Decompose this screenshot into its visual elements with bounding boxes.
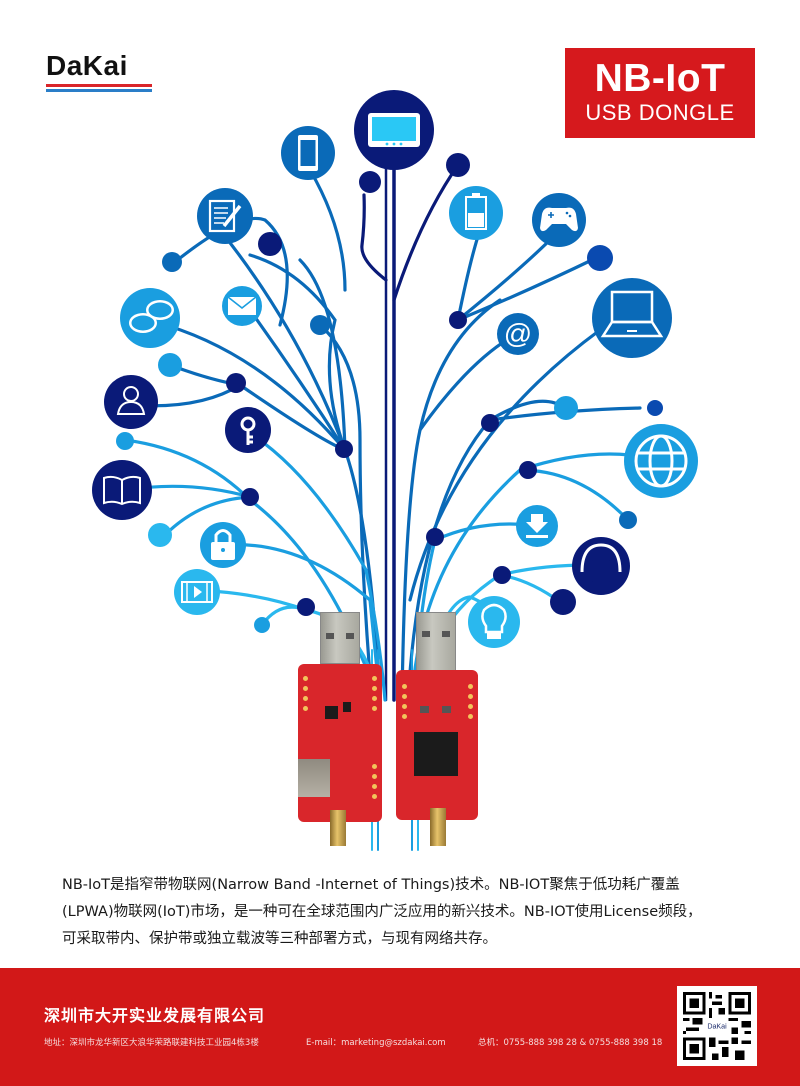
badge-title: NB-IoT bbox=[594, 57, 726, 100]
footer-contact-bar: 深圳市大开实业发展有限公司 地址：深圳市龙华新区大浪华荣路联建科技工业园4栋3楼… bbox=[0, 968, 800, 1086]
svg-text:DaKai: DaKai bbox=[707, 1023, 727, 1031]
light-bulb-icon bbox=[468, 596, 520, 648]
chip bbox=[325, 706, 338, 719]
logo-stripe-blue bbox=[46, 89, 152, 92]
logo-stripe-red bbox=[46, 84, 152, 87]
headphones-icon bbox=[572, 537, 630, 595]
description-line: (LPWA)物联网(IoT)市场，是一种可在全球范围内广泛应用的新兴技术。NB-… bbox=[62, 904, 702, 920]
description-line: 可采取带内、保护带或独立载波等三种部署方式，与现有网络共存。 bbox=[62, 931, 497, 947]
iot-tree-illustration: @ bbox=[92, 90, 698, 851]
logo-text: DaKai bbox=[46, 50, 128, 81]
book-icon bbox=[92, 460, 152, 520]
chat-bubbles-icon bbox=[120, 288, 180, 348]
laptop-icon bbox=[592, 278, 672, 358]
smartphone-icon bbox=[281, 126, 335, 180]
key-icon bbox=[225, 407, 271, 453]
antenna-connector bbox=[330, 810, 346, 846]
globe-icon bbox=[624, 424, 698, 498]
envelope-icon bbox=[222, 286, 262, 326]
usb-dongle-left bbox=[298, 612, 382, 846]
badge-subtitle: USB DONGLE bbox=[585, 100, 735, 125]
tablet-icon bbox=[354, 90, 434, 170]
antenna-connector bbox=[430, 808, 446, 846]
video-play-icon bbox=[174, 569, 220, 615]
battery-icon bbox=[449, 186, 503, 240]
company-name: 深圳市大开实业发展有限公司 bbox=[44, 1006, 266, 1025]
description-line: NB-IoT是指窄带物联网(Narrow Band -Internet of T… bbox=[62, 877, 680, 893]
padlock-icon bbox=[200, 522, 246, 568]
user-icon bbox=[104, 375, 158, 429]
pcb-board bbox=[396, 670, 478, 820]
product-description: NB-IoT是指窄带物联网(Narrow Band -Internet of T… bbox=[62, 872, 742, 953]
qr-code[interactable]: DaKai bbox=[677, 986, 757, 1066]
company-phone: 总机：0755-888 398 28 & 0755-888 398 18 bbox=[478, 1038, 663, 1048]
usb-connector bbox=[416, 612, 456, 672]
company-address: 地址：深圳市龙华新区大浪华荣路联建科技工业园4栋3楼 bbox=[44, 1038, 259, 1048]
sim-slot bbox=[298, 759, 330, 797]
pcb-board bbox=[298, 664, 382, 822]
company-email[interactable]: E-mail：marketing@szdakai.com bbox=[306, 1038, 446, 1048]
product-badge: NB-IoT USB DONGLE bbox=[565, 48, 755, 138]
at-sign-icon: @ bbox=[497, 313, 539, 355]
usb-connector bbox=[320, 612, 360, 664]
gamepad-icon bbox=[532, 193, 586, 247]
svg-text:@: @ bbox=[504, 318, 532, 349]
usb-dongle-right bbox=[396, 612, 478, 846]
download-icon bbox=[516, 505, 558, 547]
document-edit-icon bbox=[197, 188, 253, 244]
qr-code-icon: DaKai bbox=[683, 992, 751, 1060]
module-chip bbox=[414, 732, 458, 776]
dakai-logo: DaKai bbox=[46, 52, 152, 92]
